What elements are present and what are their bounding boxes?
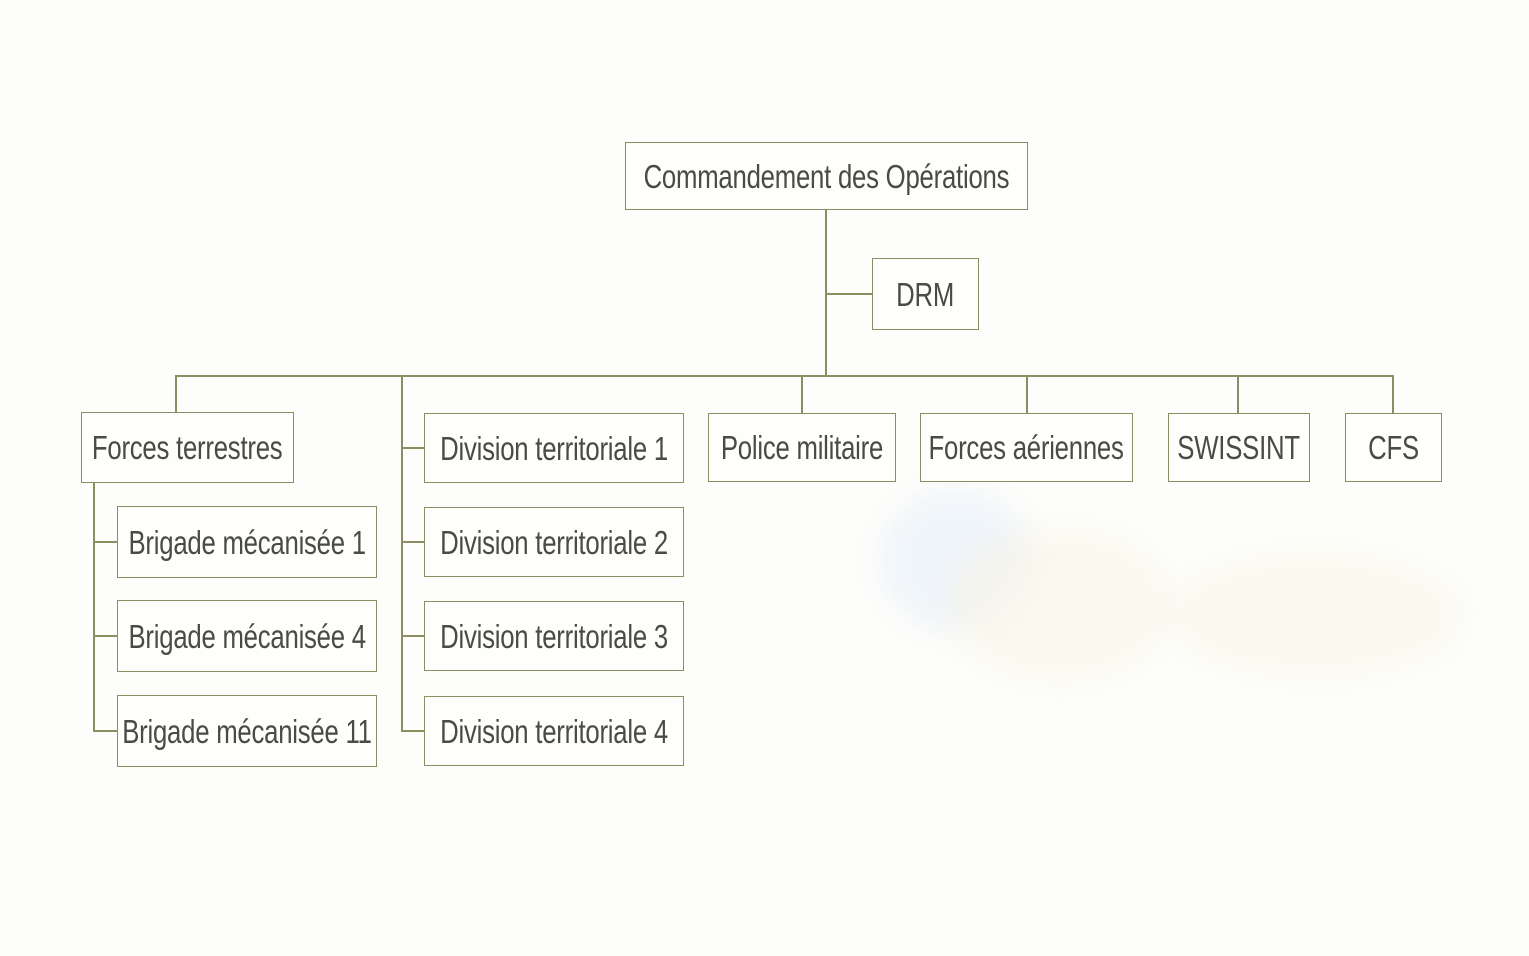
node-cfs: CFS xyxy=(1345,413,1442,482)
connector-drop-cfs xyxy=(1392,375,1394,414)
connector-divisions-trunk xyxy=(401,375,403,732)
connector-brigades-trunk xyxy=(93,482,95,732)
node-label: Division territoriale 2 xyxy=(440,523,668,561)
node-forces-aeriennes: Forces aériennes xyxy=(920,413,1133,482)
node-label: Commandement des Opérations xyxy=(643,157,1010,195)
node-label: Forces terrestres xyxy=(92,429,283,466)
background-smudge xyxy=(1170,555,1460,675)
node-commandement-des-operations: Commandement des Opérations xyxy=(625,142,1028,210)
node-police-militaire: Police militaire xyxy=(708,413,896,482)
connector-brigade-11-stub xyxy=(94,730,117,732)
node-label: CFS xyxy=(1368,429,1419,466)
node-brigade-mecanisee-4: Brigade mécanisée 4 xyxy=(117,600,377,672)
connector-drop-forces-aeriennes xyxy=(1026,375,1028,414)
node-label: Brigade mécanisée 1 xyxy=(128,523,366,561)
connector-division-1-stub xyxy=(402,447,424,449)
node-label: Brigade mécanisée 4 xyxy=(128,617,366,655)
node-division-territoriale-2: Division territoriale 2 xyxy=(424,507,684,577)
connector-drop-police-militaire xyxy=(801,375,803,414)
node-division-territoriale-4: Division territoriale 4 xyxy=(424,696,684,766)
connector-main-horizontal xyxy=(175,375,1394,377)
node-forces-terrestres: Forces terrestres xyxy=(81,412,294,483)
node-label: Forces aériennes xyxy=(928,429,1125,466)
node-brigade-mecanisee-11: Brigade mécanisée 11 xyxy=(117,695,377,767)
node-swissint: SWISSINT xyxy=(1168,413,1310,482)
connector-division-3-stub xyxy=(402,635,424,637)
node-label: Division territoriale 1 xyxy=(440,429,668,467)
connector-drop-swissint xyxy=(1237,375,1239,414)
node-label: DRM xyxy=(896,275,955,313)
node-division-territoriale-3: Division territoriale 3 xyxy=(424,601,684,671)
node-label: Division territoriale 4 xyxy=(440,712,668,750)
node-brigade-mecanisee-1: Brigade mécanisée 1 xyxy=(117,506,377,578)
connector-division-2-stub xyxy=(402,541,424,543)
node-label: Brigade mécanisée 11 xyxy=(122,712,372,750)
connector-brigade-1-stub xyxy=(94,541,117,543)
connector-drm-stub xyxy=(826,293,872,295)
node-drm: DRM xyxy=(872,258,979,330)
background-smudge xyxy=(950,530,1170,680)
connector-drop-forces-terrestres xyxy=(175,375,177,413)
node-label: Division territoriale 3 xyxy=(440,617,668,655)
connector-division-4-stub xyxy=(402,730,424,732)
node-division-territoriale-1: Division territoriale 1 xyxy=(424,413,684,483)
node-label: SWISSINT xyxy=(1177,429,1301,466)
node-label: Police militaire xyxy=(720,429,884,466)
connector-brigade-4-stub xyxy=(94,635,117,637)
